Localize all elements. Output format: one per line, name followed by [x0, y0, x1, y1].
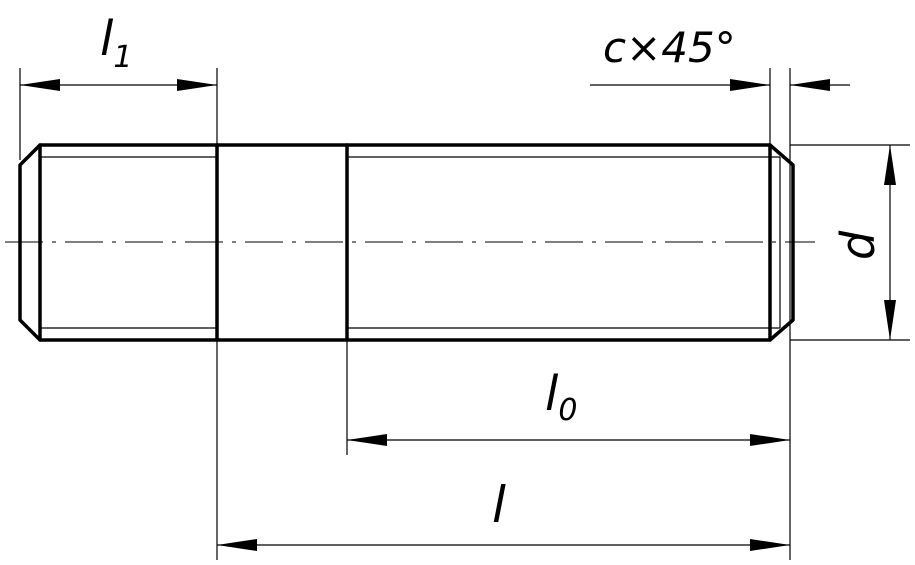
thread-lines — [39, 156, 781, 329]
dimension-l: l — [217, 476, 790, 551]
dimension-chamfer: c×45° — [590, 23, 850, 91]
arrow-l-right — [750, 539, 790, 551]
label-d: d — [831, 230, 885, 260]
arrow-d-bottom — [884, 300, 896, 340]
dimension-l0: l0 — [347, 366, 790, 446]
extension-lines — [19, 68, 910, 560]
label-l0: l0 — [545, 366, 577, 428]
dimension-d: d — [831, 145, 896, 340]
label-chamfer: c×45° — [603, 23, 736, 72]
arrow-l-left — [217, 539, 257, 551]
arrow-d-top — [884, 145, 896, 185]
arrow-chamfer-left — [730, 79, 770, 91]
arrow-l1-right — [177, 79, 217, 91]
dimension-l1: l1 — [20, 11, 217, 91]
arrow-l1-left — [20, 79, 60, 91]
label-l1: l1 — [100, 11, 132, 75]
arrow-l0-right — [750, 434, 790, 446]
arrow-l0-left — [347, 434, 387, 446]
label-l: l — [492, 476, 506, 534]
arrow-chamfer-right — [790, 79, 830, 91]
